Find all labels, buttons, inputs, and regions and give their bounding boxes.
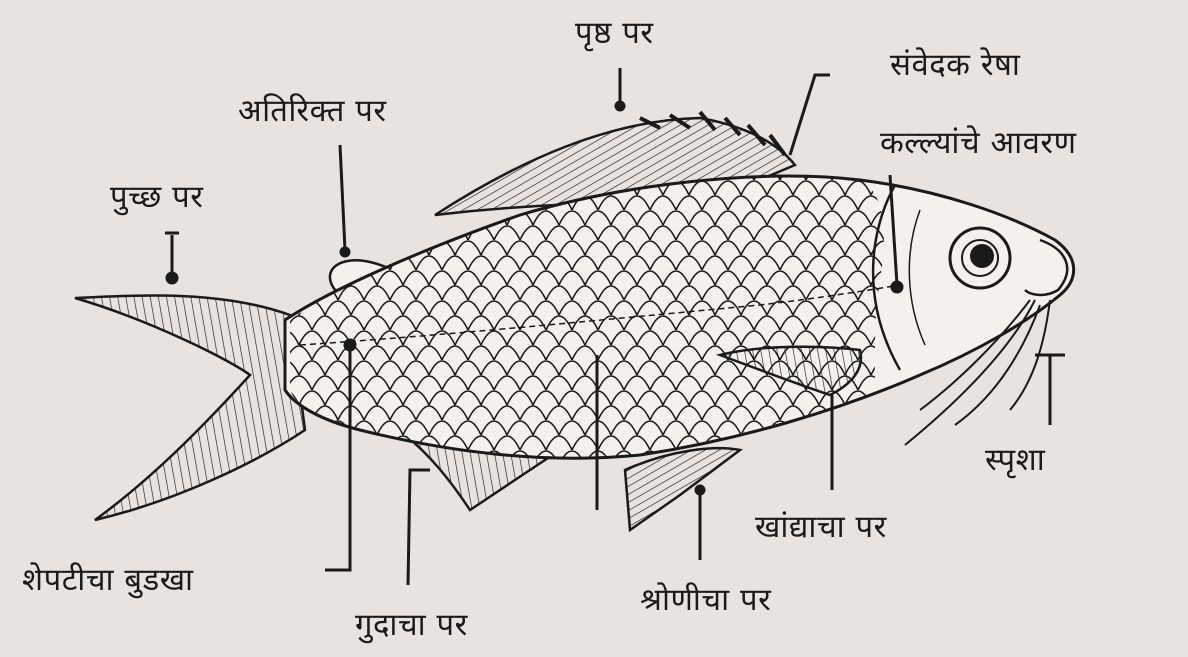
eye-pupil <box>970 244 994 268</box>
caudal-fin-shape <box>75 295 305 520</box>
label-barbels: स्पृशा <box>985 445 1045 476</box>
label-adipose-fin: अतिरिक्त पर <box>238 96 387 127</box>
label-operculum: कल्ल्यांचे आवरण <box>880 128 1077 159</box>
label-anal-fin: गुदाचा पर <box>355 610 468 641</box>
label-dorsal-fin: पृष्ठ पर <box>575 18 654 49</box>
label-lateral-line: संवेदक रेषा <box>890 50 1020 81</box>
pelvic-fin-shape <box>625 448 740 530</box>
label-caudal-fin: पुच्छ पर <box>110 182 203 213</box>
label-pelvic-fin: श्रोणीचा पर <box>640 585 771 616</box>
label-caudal-peduncle: शेपटीचा बुडखा <box>22 565 194 596</box>
label-pectoral-fin: खांद्याचा पर <box>755 512 887 543</box>
